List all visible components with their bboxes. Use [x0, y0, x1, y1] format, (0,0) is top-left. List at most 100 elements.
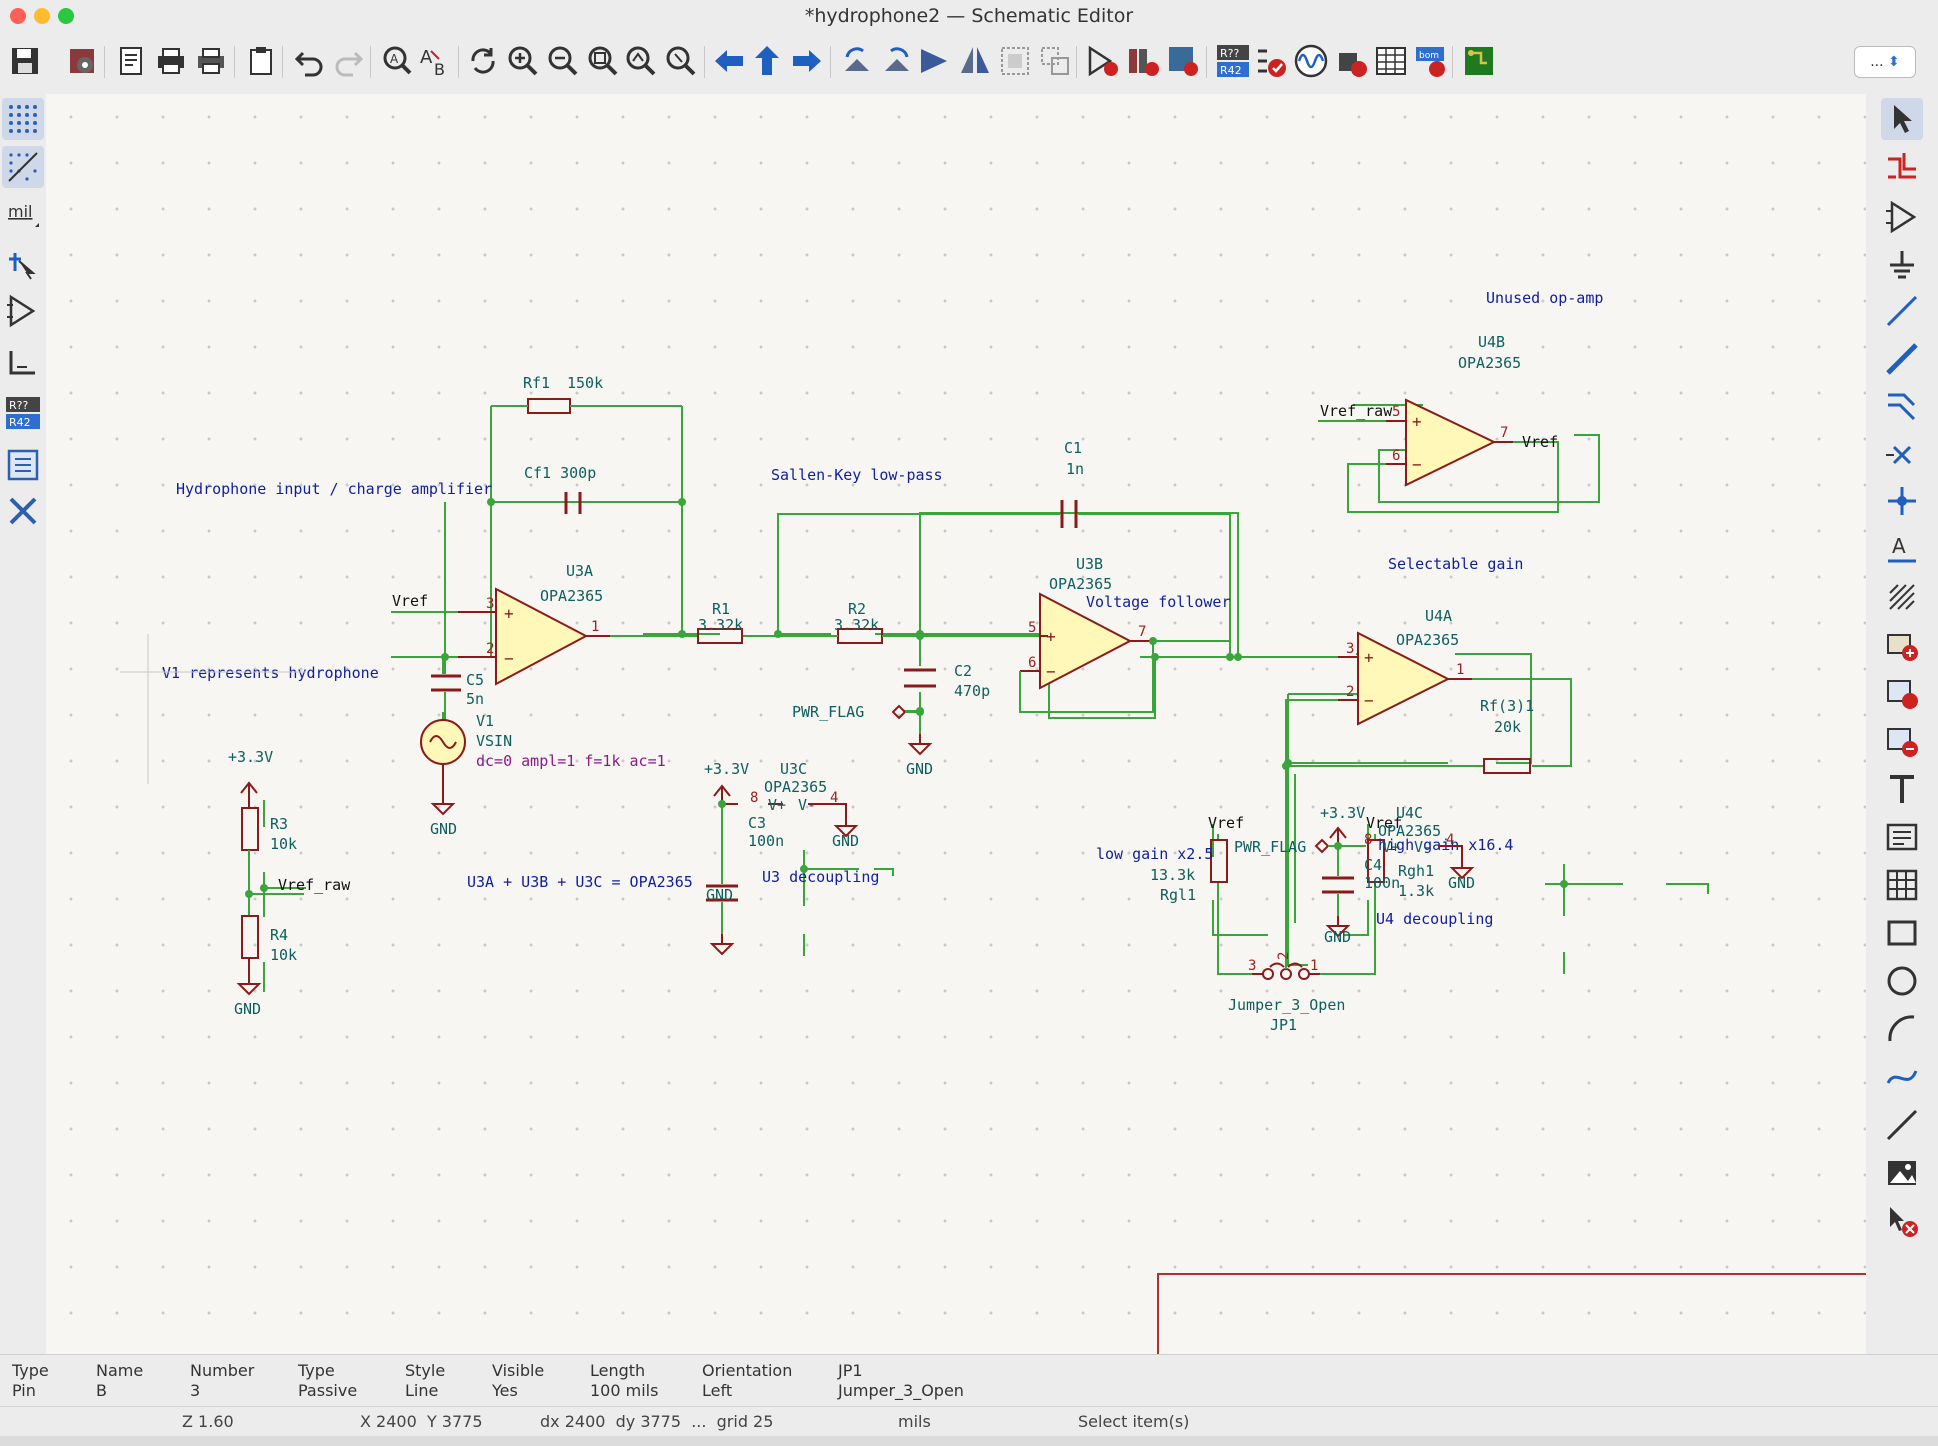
line-modes-button[interactable] [2, 344, 44, 386]
annotate-refdes-button[interactable]: R??R42 [2, 392, 44, 434]
grid-overrides-button[interactable] [2, 146, 44, 188]
find-button[interactable]: A [376, 40, 418, 82]
bom-table-button[interactable] [1370, 40, 1412, 82]
add-circle-button[interactable] [1881, 960, 1923, 1002]
bom-export-button[interactable]: bom [1410, 40, 1452, 82]
mirror-vertical-button[interactable] [914, 40, 956, 82]
add-image-button[interactable] [1881, 1152, 1923, 1194]
add-line-button[interactable] [1881, 1104, 1923, 1146]
svg-text:−: − [1364, 691, 1374, 710]
c1-capacitor[interactable] [1060, 500, 1078, 528]
print-button[interactable] [150, 40, 192, 82]
add-arc-button[interactable] [1881, 1008, 1923, 1050]
rotate-ccw-button[interactable] [836, 40, 878, 82]
hier-label-button[interactable] [1881, 672, 1923, 714]
r1-resistor[interactable] [697, 628, 743, 644]
refresh-button[interactable] [462, 40, 504, 82]
net-label-icon: A [1888, 534, 1916, 563]
grid-toggle-button[interactable] [2, 98, 44, 140]
u4a-opamp[interactable] [1357, 631, 1451, 726]
hier-sheet-button[interactable] [1881, 720, 1923, 762]
units-toggle-button[interactable]: mil [2, 194, 44, 236]
ungroup-button[interactable] [1034, 40, 1076, 82]
net-label-button[interactable]: A [1881, 528, 1923, 570]
add-table-button[interactable] [1881, 864, 1923, 906]
rf1-resistor[interactable] [527, 398, 571, 414]
toolbar-overflow-button[interactable]: ... ⬍ [1854, 46, 1916, 78]
hierarchy-navigator-icon [7, 449, 39, 481]
add-symbol-button[interactable] [1881, 196, 1923, 238]
add-rectangle-button[interactable] [1881, 912, 1923, 954]
c5-capacitor[interactable] [431, 674, 461, 692]
rgh1-resistor[interactable] [1367, 839, 1385, 883]
zoom-window-button[interactable] [58, 8, 74, 24]
no-connect-button[interactable] [1881, 434, 1923, 476]
annotate-button[interactable]: R??R42 [1212, 40, 1254, 82]
add-bus-entry-button[interactable] [1881, 386, 1923, 428]
undo-button[interactable] [288, 40, 330, 82]
minimize-window-button[interactable] [34, 8, 50, 24]
properties-tools-button[interactable] [2, 490, 44, 532]
c2-capacitor[interactable] [904, 668, 936, 688]
rotate-cw-button[interactable] [876, 40, 918, 82]
mirror-horizontal-button[interactable] [954, 40, 996, 82]
add-bus-button[interactable] [1881, 338, 1923, 380]
delete-tool-button[interactable] [1881, 1200, 1923, 1242]
plot-button[interactable] [190, 40, 232, 82]
schematic-setup-button[interactable] [62, 40, 104, 82]
navigate-back-button[interactable] [708, 40, 750, 82]
hidden-pins-button[interactable] [2, 290, 44, 332]
svg-text:R42: R42 [1220, 64, 1242, 77]
vminus-label: V- [1414, 838, 1432, 856]
symbol-browser-button[interactable] [1122, 40, 1164, 82]
add-bezier-button[interactable] [1881, 1056, 1923, 1098]
simulator-button[interactable] [1290, 40, 1332, 82]
add-wire-button[interactable] [1881, 290, 1923, 332]
navigate-up-button[interactable] [746, 40, 788, 82]
rgl1-resistor[interactable] [1210, 839, 1228, 883]
directive-label-button[interactable] [1881, 576, 1923, 618]
u3b-opamp[interactable] [1039, 592, 1133, 690]
group-button[interactable] [994, 40, 1036, 82]
redo-button[interactable] [328, 40, 370, 82]
zoom-tool-button[interactable] [660, 40, 702, 82]
highlight-net-button[interactable] [1881, 146, 1923, 188]
schematic-canvas[interactable]: Rf1 150k Cf1 300p +− U3A OPA2365 3 2 1 V… [48, 94, 1866, 1354]
r4-resistor[interactable] [241, 915, 259, 959]
c3-capacitor[interactable] [706, 884, 738, 902]
footprint-assign-button[interactable] [1330, 40, 1372, 82]
hierarchy-navigator-button[interactable] [2, 444, 44, 486]
zoom-fit-button[interactable] [582, 40, 624, 82]
save-button[interactable] [4, 40, 46, 82]
pcb-editor-button[interactable] [1458, 40, 1500, 82]
update-from-pcb-button[interactable] [1162, 40, 1204, 82]
global-label-button[interactable] [1881, 624, 1923, 666]
junction-button[interactable] [1881, 480, 1923, 522]
cf1-capacitor[interactable] [564, 492, 582, 514]
page-settings-button[interactable] [110, 40, 152, 82]
u3a-opamp[interactable] [495, 587, 589, 686]
c4-capacitor[interactable] [1322, 876, 1354, 894]
r3-resistor[interactable] [241, 807, 259, 851]
gnd-label: GND [1448, 874, 1475, 892]
import-sheet-pin-button[interactable] [1881, 768, 1923, 810]
erc-button[interactable] [1250, 40, 1292, 82]
u4c-value: OPA2365 [1378, 822, 1441, 840]
zoom-in-button[interactable] [502, 40, 544, 82]
zoom-out-button[interactable] [542, 40, 584, 82]
rf31-resistor[interactable] [1483, 758, 1531, 774]
paste-button[interactable] [240, 40, 282, 82]
close-window-button[interactable] [10, 8, 26, 24]
u4b-opamp[interactable] [1405, 398, 1497, 487]
symbol-editor-button[interactable] [1082, 40, 1124, 82]
cursor-style-button[interactable] [2, 244, 44, 286]
zoom-objects-button[interactable] [620, 40, 662, 82]
select-tool-button[interactable] [1881, 98, 1923, 140]
navigate-forward-button[interactable] [786, 40, 828, 82]
add-textbox-button[interactable] [1881, 816, 1923, 858]
navigate-forward-icon [793, 50, 821, 72]
add-power-button[interactable] [1881, 244, 1923, 286]
